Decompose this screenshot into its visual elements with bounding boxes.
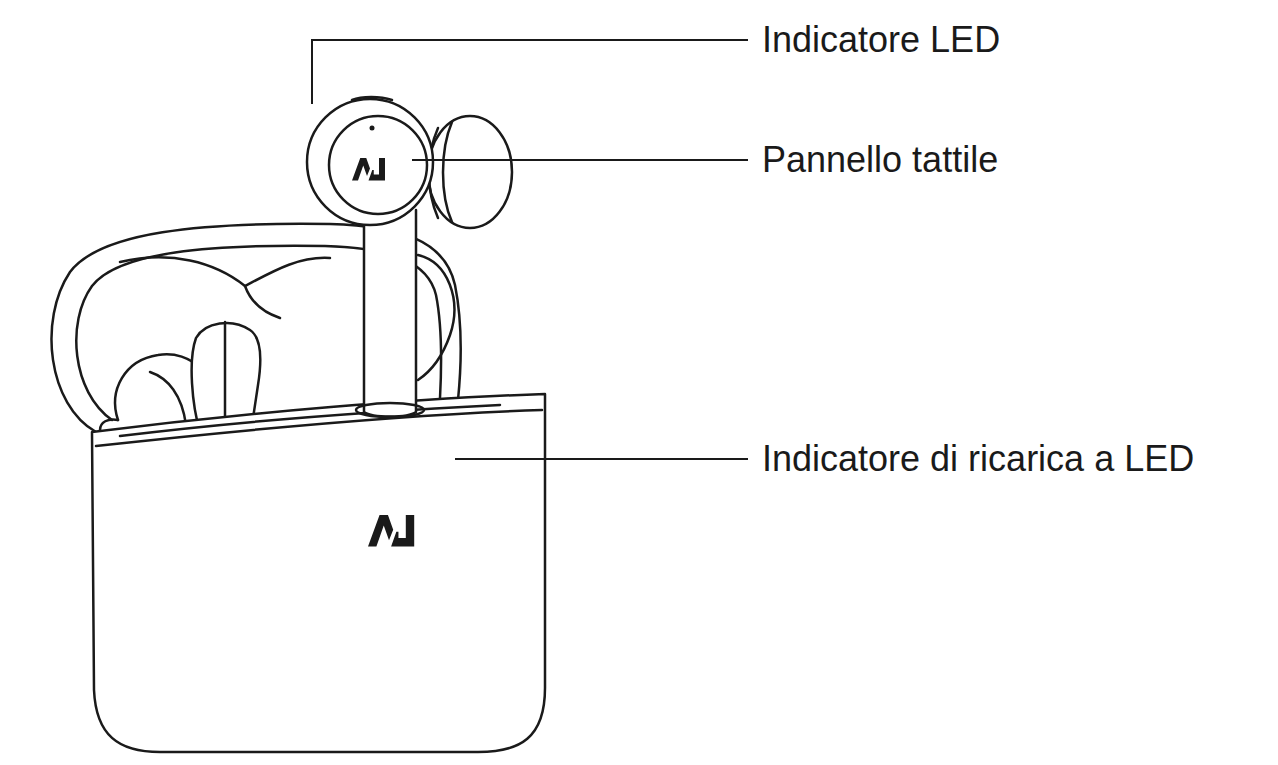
part-label: Indicatore di ricarica a LED [762, 438, 1194, 479]
case-rim [120, 405, 500, 436]
part-label: Indicatore LED [762, 19, 1000, 60]
earbud-head [307, 99, 433, 225]
earbud-back [418, 255, 454, 380]
brand-logo [352, 158, 385, 181]
touch-panel [329, 116, 427, 214]
earbud-in-case [224, 322, 227, 430]
ear-tip [428, 116, 512, 228]
stem-slot [356, 403, 424, 417]
case-and-earbuds [51, 97, 545, 752]
part-label: Pannello tattile [762, 139, 998, 180]
brand-logo [368, 515, 414, 547]
led-dot [370, 126, 375, 131]
lid-cavity [245, 286, 280, 318]
case-rim [100, 419, 118, 430]
ear-tip [443, 122, 452, 222]
earbud-in-case [115, 354, 200, 420]
case-body [92, 394, 545, 752]
earbud-in-case [150, 372, 186, 425]
lid-cavity [120, 257, 330, 286]
leader-lines [312, 40, 748, 459]
earbud-stem [364, 210, 416, 417]
leader-line [412, 159, 748, 161]
leader-line [312, 40, 748, 104]
head-edge [352, 97, 392, 100]
leader-line [455, 458, 748, 460]
